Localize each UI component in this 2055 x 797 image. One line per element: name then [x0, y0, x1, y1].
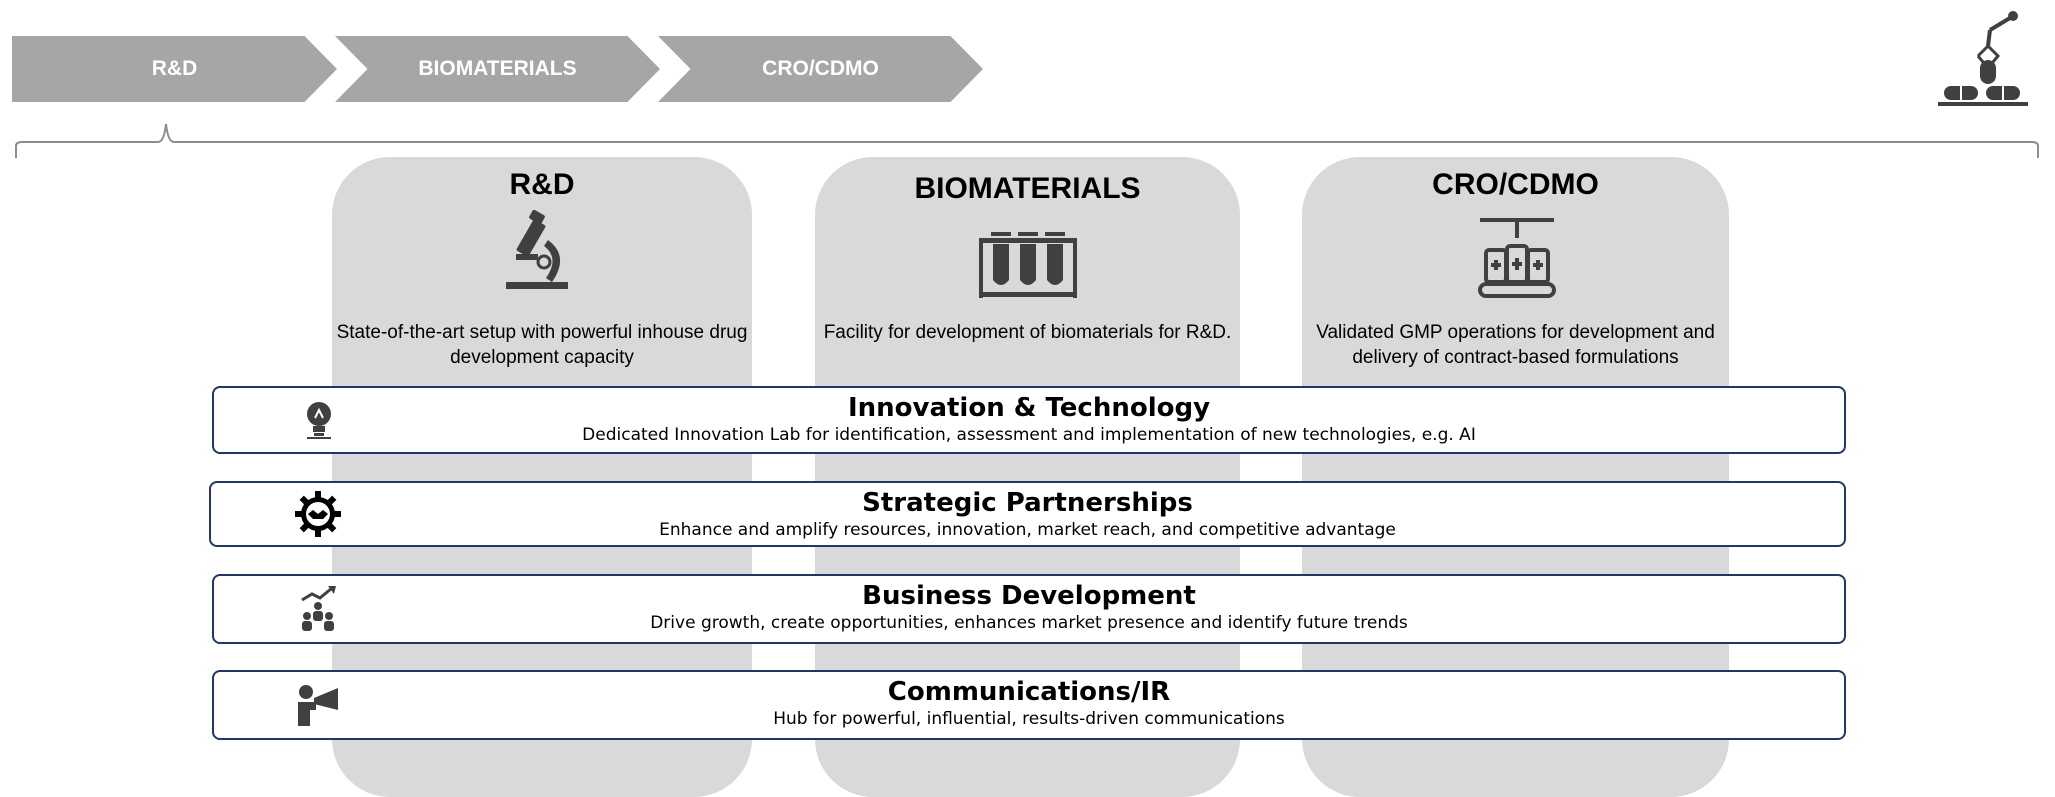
capability-communications-ir: Communications/IR Hub for powerful, infl…	[212, 670, 1846, 740]
capability-title: Business Development	[862, 581, 1196, 611]
process-step-cro-cdmo: CRO/CDMO	[658, 36, 983, 102]
megaphone-person-icon	[298, 685, 338, 726]
capability-innovation-technology: Innovation & Technology Dedicated Innova…	[212, 386, 1846, 454]
capability-title: Innovation & Technology	[847, 393, 1211, 423]
vial-production-line-icon	[1478, 218, 1556, 298]
capability-subtitle: Dedicated Innovation Lab for identificat…	[582, 425, 1476, 445]
microscope-icon	[506, 210, 568, 289]
process-step-biomaterials: BIOMATERIALS	[335, 36, 660, 102]
capability-subtitle: Enhance and amplify resources, innovatio…	[659, 520, 1396, 540]
process-step-rd: R&D	[12, 36, 337, 102]
column-desc-cro-cdmo: Validated GMP operations for development…	[1316, 322, 1715, 368]
column-title-biomaterials: BIOMATERIALS	[914, 172, 1141, 205]
capability-subtitle: Hub for powerful, influential, results-d…	[773, 709, 1285, 729]
handshake-gear-icon	[295, 491, 341, 537]
bracket-line	[15, 123, 2039, 158]
column-title-cro-cdmo: CRO/CDMO	[1432, 168, 1599, 201]
capability-strategic-partnerships: Strategic Partnerships Enhance and ampli…	[209, 481, 1846, 547]
capability-subtitle: Drive growth, create opportunities, enha…	[650, 613, 1408, 633]
column-title-rd: R&D	[509, 168, 575, 201]
column-desc-rd: State-of-the-art setup with powerful inh…	[336, 322, 748, 368]
lightbulb-icon	[307, 402, 331, 439]
capability-business-development: Business Development Drive growth, creat…	[212, 574, 1846, 644]
growth-team-icon	[301, 586, 336, 631]
column-desc-biomaterials: Facility for development of biomaterials…	[823, 322, 1232, 343]
robot-arm-pills-icon	[1938, 11, 2028, 106]
capability-title: Communications/IR	[887, 677, 1171, 707]
capability-title: Strategic Partnerships	[862, 488, 1193, 518]
test-tubes-icon	[979, 232, 1077, 298]
